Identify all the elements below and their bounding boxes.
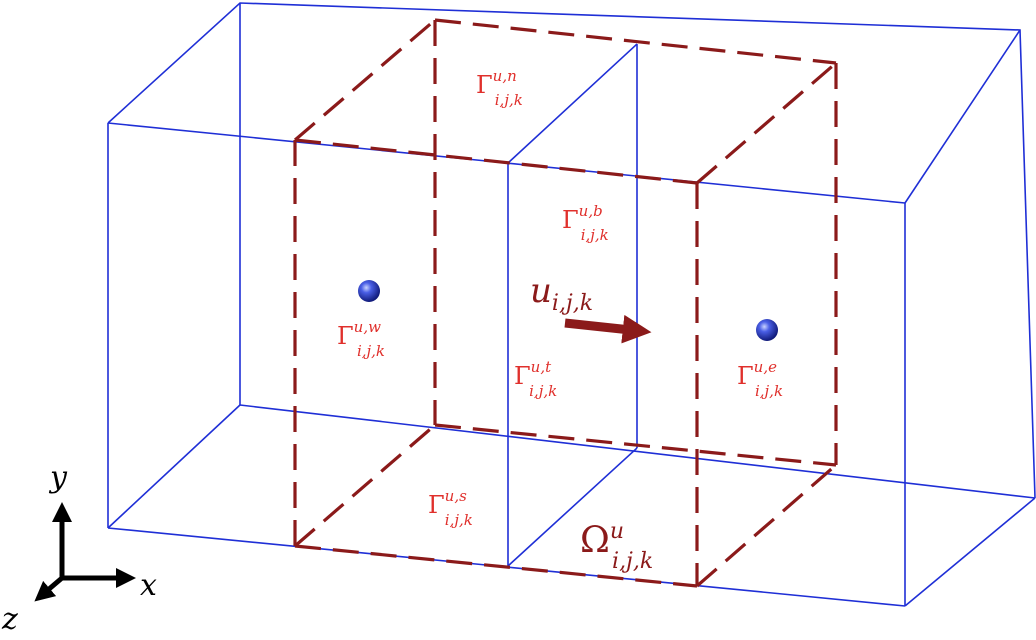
- cv-back-top: [434, 18, 837, 65]
- cell-divider-top: [507, 43, 638, 164]
- outer-box-bottom-right-edge: [904, 497, 1036, 607]
- outer-box-back-edges: [107, 2, 1036, 499]
- control-volume: [293, 18, 838, 588]
- coordinate-axes: [34, 502, 136, 602]
- cv-front-bottom: [294, 544, 698, 588]
- axis-label-y: y: [48, 460, 68, 495]
- cv-top-right-edge: [695, 61, 838, 185]
- cv-back-bottom: [434, 423, 837, 467]
- cv-front-top: [294, 138, 698, 185]
- outer-box-bottom-left-edge: [107, 404, 241, 529]
- cv-bottom-right-edge: [695, 463, 838, 588]
- velocity-arrow: [564, 314, 652, 344]
- cell-center-point-east: [756, 319, 778, 341]
- outer-box-back-bottom: [239, 404, 1036, 499]
- cell-center-point-west: [358, 280, 380, 302]
- outer-box-top-right-edge: [904, 29, 1021, 204]
- cell-divider-bottom: [507, 447, 638, 567]
- axis-label-z: z: [1, 602, 18, 637]
- label-velocity: ui,j,k: [530, 271, 593, 316]
- cv-bottom-left-edge: [293, 423, 437, 548]
- cv-top-left-edge: [293, 18, 437, 142]
- z-axis-arrow: [34, 576, 64, 602]
- axis-label-x: x: [140, 568, 157, 603]
